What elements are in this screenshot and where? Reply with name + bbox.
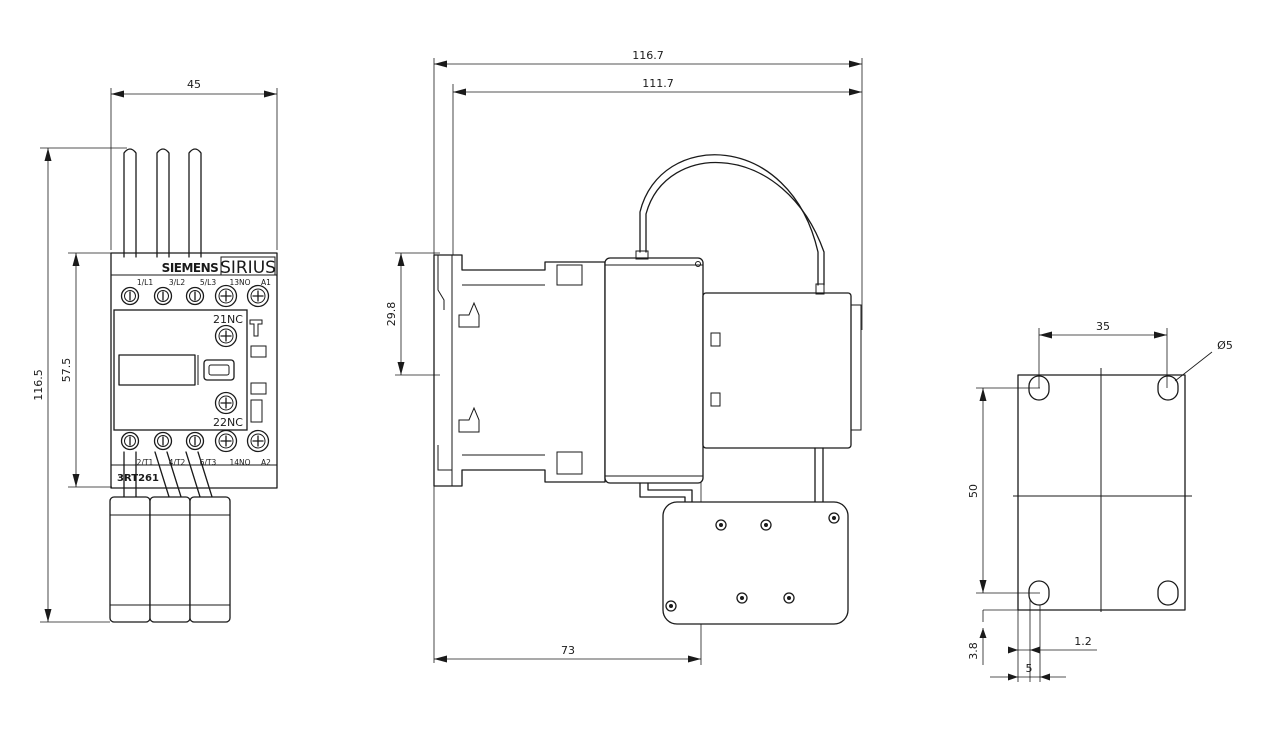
brand-label: SIEMENS xyxy=(162,261,219,275)
dim-front-width-label: 45 xyxy=(187,78,201,91)
screw-icon xyxy=(214,324,238,348)
dim-mount-spacing-h-label: 35 xyxy=(1096,320,1110,333)
din-mount xyxy=(433,254,606,487)
side-resistor-plate xyxy=(662,501,849,625)
screw-icon xyxy=(214,429,238,453)
dim-side-overall-label: 116.7 xyxy=(632,49,664,62)
resistor-blocks xyxy=(109,496,231,623)
aux-window xyxy=(118,354,196,386)
aux-bottom-label: 22NC xyxy=(213,416,243,429)
dim-mount-offset-h-label: 5 xyxy=(1026,662,1033,675)
screw-icon xyxy=(214,284,238,308)
side-housing xyxy=(604,257,704,484)
side-aux-module xyxy=(702,292,852,449)
top-cables xyxy=(123,148,202,258)
dim-side-depth: 111.7 xyxy=(452,77,862,255)
dim-mount-offset-v-label: 3.8 xyxy=(967,642,980,660)
aux-top-label: 21NC xyxy=(213,313,243,326)
side-cable-arc xyxy=(639,154,819,286)
terminal-label: 4/T2 xyxy=(169,458,186,467)
dim-hole-diameter-label: Ø5 xyxy=(1217,339,1233,352)
dim-mount-offset-h: 5 xyxy=(990,605,1066,682)
front-view: 45 116.5 57.5 SIEME xyxy=(32,78,278,623)
screw-icon xyxy=(246,429,270,453)
terminal-label: 5/L3 xyxy=(200,278,216,287)
dim-side-rail-label: 29.8 xyxy=(385,302,398,327)
dim-side-depth-label: 111.7 xyxy=(642,77,674,90)
mounting-hole xyxy=(1157,375,1179,401)
dim-mount-offset-small-label: 1.2 xyxy=(1074,635,1092,648)
bottom-terminals xyxy=(120,429,270,453)
dim-mount-spacing-h: 35 xyxy=(1038,320,1168,388)
dim-side-base: 73 xyxy=(434,470,702,665)
dim-front-width: 45 xyxy=(110,78,278,250)
dim-mount-spacing-v-label: 50 xyxy=(967,484,980,498)
bottom-terminal-labels: 2/T1 4/T2 6/T3 14NO A2 xyxy=(137,458,272,467)
screw-icon xyxy=(246,284,270,308)
dim-hole-diameter: Ø5 xyxy=(1174,339,1233,382)
contactor-body xyxy=(110,252,278,489)
terminal-label: 13NO xyxy=(229,278,250,287)
top-terminal-labels: 1/L1 3/L2 5/L3 13NO A1 xyxy=(137,278,271,287)
dim-mount-offset-v: 3.8 xyxy=(967,609,1018,665)
terminal-label: 2/T1 xyxy=(137,458,154,467)
mounting-hole xyxy=(1157,580,1179,606)
type-label: 3RT261 xyxy=(117,473,159,484)
dim-side-base-label: 73 xyxy=(561,644,575,657)
dim-mount-offset-small: 1.2 xyxy=(1008,600,1097,682)
terminal-label: A2 xyxy=(261,458,271,467)
side-view: 116.7 111.7 29.8 73 xyxy=(385,49,863,665)
product-label: SIRIUS xyxy=(220,258,276,278)
dim-front-body-height-label: 57.5 xyxy=(60,358,73,383)
terminal-label: 14NO xyxy=(229,458,250,467)
dim-front-height: 116.5 xyxy=(32,147,127,623)
dim-front-height-label: 116.5 xyxy=(32,369,45,401)
dim-side-rail: 29.8 xyxy=(385,252,440,376)
terminal-label: A1 xyxy=(261,278,271,287)
dim-front-body-height: 57.5 xyxy=(60,252,112,488)
bottom-cables xyxy=(123,451,214,501)
mounting-view: 35 Ø5 50 3.8 xyxy=(967,320,1233,682)
terminal-label: 3/L2 xyxy=(169,278,185,287)
terminal-label: 1/L1 xyxy=(137,278,153,287)
terminal-label: 6/T3 xyxy=(200,458,217,467)
top-terminals xyxy=(120,284,270,308)
screw-icon xyxy=(214,391,238,415)
dim-mount-spacing-v: 50 xyxy=(967,387,1040,594)
